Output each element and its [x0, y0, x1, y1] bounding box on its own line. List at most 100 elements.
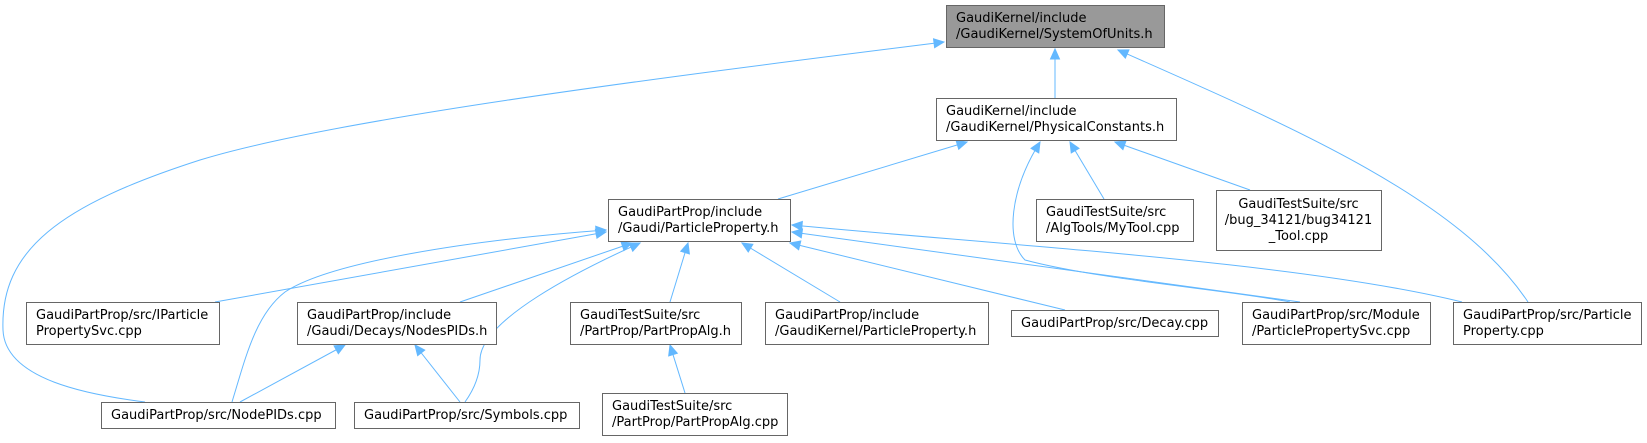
node-physicalconstants[interactable]: GaudiKernel/include/GaudiKernel/Physical… [936, 98, 1177, 141]
edge-particleproperty-h-to-nodepids-cpp [231, 225, 608, 403]
node-label-line: GaudiPartProp/src/Particle [1463, 308, 1631, 323]
node-systemofunits[interactable]: GaudiKernel/include/GaudiKernel/SystemOf… [946, 5, 1165, 48]
node-label-line: GaudiPartProp/src/Decay.cpp [1021, 316, 1208, 331]
node-partpropalg-cpp[interactable]: GaudiTestSuite/src/PartProp/PartPropAlg.… [602, 393, 788, 436]
node-label-line: GaudiPartProp/src/NodePIDs.cpp [111, 408, 322, 423]
node-label-line: _Tool.cpp [1268, 229, 1329, 244]
edge-line [789, 242, 1066, 311]
edge-line [414, 344, 461, 403]
edge-line [459, 242, 633, 303]
edge-nodespids-h-to-nodepids-cpp [239, 344, 347, 403]
edge-line [1069, 141, 1105, 200]
edge-physicalconstants-to-bug34121 [1113, 140, 1251, 191]
edge-particleproperty-h-to-module-particlepropertysvc [790, 228, 1301, 303]
node-label-line: GaudiPartProp/src/Module [1252, 308, 1420, 323]
node-decay-cpp[interactable]: GaudiPartProp/src/Decay.cpp [1011, 310, 1219, 337]
edge-arrowhead [414, 344, 426, 357]
edge-systemofunits-to-physicalconstants [1049, 47, 1061, 98]
edge-nodespids-h-to-symbols-cpp [414, 344, 461, 403]
edge-particleproperty-h-to-iparticlepropertysvc [214, 228, 608, 303]
edge-particleproperty-h-to-decay-cpp [788, 240, 1066, 311]
node-box[interactable] [570, 302, 742, 345]
edge-arrowhead [788, 240, 802, 251]
edge-arrowhead [740, 242, 754, 253]
node-label-line: GaudiPartProp/include [775, 308, 919, 323]
node-label-line: /GaudiKernel/PhysicalConstants.h [946, 120, 1164, 135]
edge-arrowhead [595, 225, 608, 237]
edge-line [1117, 49, 1529, 303]
node-box[interactable] [765, 302, 989, 345]
edge-systemofunits-to-nodepids-cpp [2, 38, 946, 403]
edge-physicalconstants-to-particleproperty-h [777, 139, 969, 200]
edge-line [741, 242, 841, 303]
node-box[interactable] [1011, 310, 1219, 337]
node-label-line: /ParticlePropertySvc.cpp [1252, 324, 1410, 339]
node-box[interactable] [608, 199, 791, 242]
nodes-layer: GaudiKernel/include/GaudiKernel/SystemOf… [26, 5, 1642, 436]
edge-line [239, 344, 346, 403]
edges-layer [2, 38, 1529, 403]
edge-arrowhead [628, 242, 642, 253]
node-label-line: GaudiPartProp/include [618, 205, 762, 220]
node-label-line: GaudiTestSuite/src [612, 399, 732, 414]
node-symbols-cpp[interactable]: GaudiPartProp/src/Symbols.cpp [354, 402, 580, 429]
node-label-line: /PartProp/PartPropAlg.cpp [612, 415, 778, 430]
node-box[interactable] [602, 393, 788, 436]
edge-line [777, 141, 968, 200]
edge-arrowhead [790, 228, 804, 239]
node-label-line: /GaudiKernel/ParticleProperty.h [775, 324, 976, 339]
edge-particleproperty-h-to-partpropalg-h [669, 241, 690, 303]
edge-arrowhead [1113, 140, 1127, 151]
node-bug34121[interactable]: GaudiTestSuite/src/bug_34121/bug34121_To… [1216, 190, 1382, 251]
node-box[interactable] [1453, 302, 1642, 345]
edge-line [791, 224, 1463, 303]
node-label-line: GaudiTestSuite/src [580, 308, 700, 323]
node-box[interactable] [1216, 190, 1382, 251]
node-partpropalg-h[interactable]: GaudiTestSuite/src/PartProp/PartPropAlg.… [570, 302, 742, 345]
node-label-line: /PartProp/PartPropAlg.h [580, 324, 731, 339]
node-box[interactable] [297, 302, 497, 345]
node-nodepids-cpp[interactable]: GaudiPartProp/src/NodePIDs.cpp [101, 402, 336, 429]
node-box[interactable] [1036, 199, 1194, 242]
node-nodespids-h[interactable]: GaudiPartProp/include/Gaudi/Decays/Nodes… [297, 302, 497, 345]
edge-arrowhead [668, 343, 679, 357]
node-mytool[interactable]: GaudiTestSuite/src/AlgTools/MyTool.cpp [1036, 199, 1194, 242]
node-iparticlepropertysvc[interactable]: GaudiPartProp/src/IParticlePropertySvc.c… [26, 302, 220, 345]
edge-line [1114, 141, 1251, 191]
node-label-line: Property.cpp [1463, 324, 1544, 339]
edge-arrowhead [679, 241, 690, 255]
node-label-line: GaudiPartProp/include [307, 308, 451, 323]
edge-partpropalg-h-to-partpropalg-cpp [668, 343, 686, 394]
node-label-line: GaudiTestSuite/src [1046, 205, 1166, 220]
node-box[interactable] [354, 402, 580, 429]
node-label-line: /Gaudi/ParticleProperty.h [618, 221, 778, 236]
edge-particleproperty-h-to-gk-particleproperty-h [740, 242, 841, 303]
node-gk-particleproperty-h[interactable]: GaudiPartProp/include/GaudiKernel/Partic… [765, 302, 989, 345]
node-particleproperty-cpp[interactable]: GaudiPartProp/src/ParticleProperty.cpp [1453, 302, 1642, 345]
edge-line [231, 229, 607, 403]
node-box[interactable] [26, 302, 220, 345]
node-label-line: GaudiKernel/include [956, 11, 1086, 26]
node-label-line: /AlgTools/MyTool.cpp [1046, 221, 1180, 236]
edge-physicalconstants-to-mytool [1069, 140, 1105, 200]
edge-arrowhead [1030, 140, 1041, 154]
edge-line [2, 41, 945, 403]
edge-arrowhead [1069, 140, 1080, 154]
node-module-particlepropertysvc[interactable]: GaudiPartProp/src/Module/ParticlePropert… [1242, 302, 1431, 345]
edge-particleproperty-h-to-particleproperty-cpp [790, 220, 1463, 303]
node-label-line: GaudiPartProp/src/Symbols.cpp [364, 408, 567, 423]
node-label-line: PropertySvc.cpp [36, 324, 142, 339]
node-label-line: /Gaudi/Decays/NodesPIDs.h [307, 324, 487, 339]
node-label-line: /GaudiKernel/SystemOfUnits.h [956, 27, 1153, 42]
edge-line [214, 231, 607, 303]
node-box[interactable] [1242, 302, 1431, 345]
node-box[interactable] [936, 98, 1177, 141]
node-label-line: GaudiKernel/include [946, 104, 1076, 119]
node-particleproperty-h[interactable]: GaudiPartProp/include/Gaudi/ParticleProp… [608, 199, 791, 242]
edge-arrowhead [955, 139, 969, 151]
edge-arrowhead [932, 38, 946, 49]
node-box[interactable] [946, 5, 1165, 48]
node-box[interactable] [101, 402, 336, 429]
edge-arrowhead [790, 220, 803, 232]
